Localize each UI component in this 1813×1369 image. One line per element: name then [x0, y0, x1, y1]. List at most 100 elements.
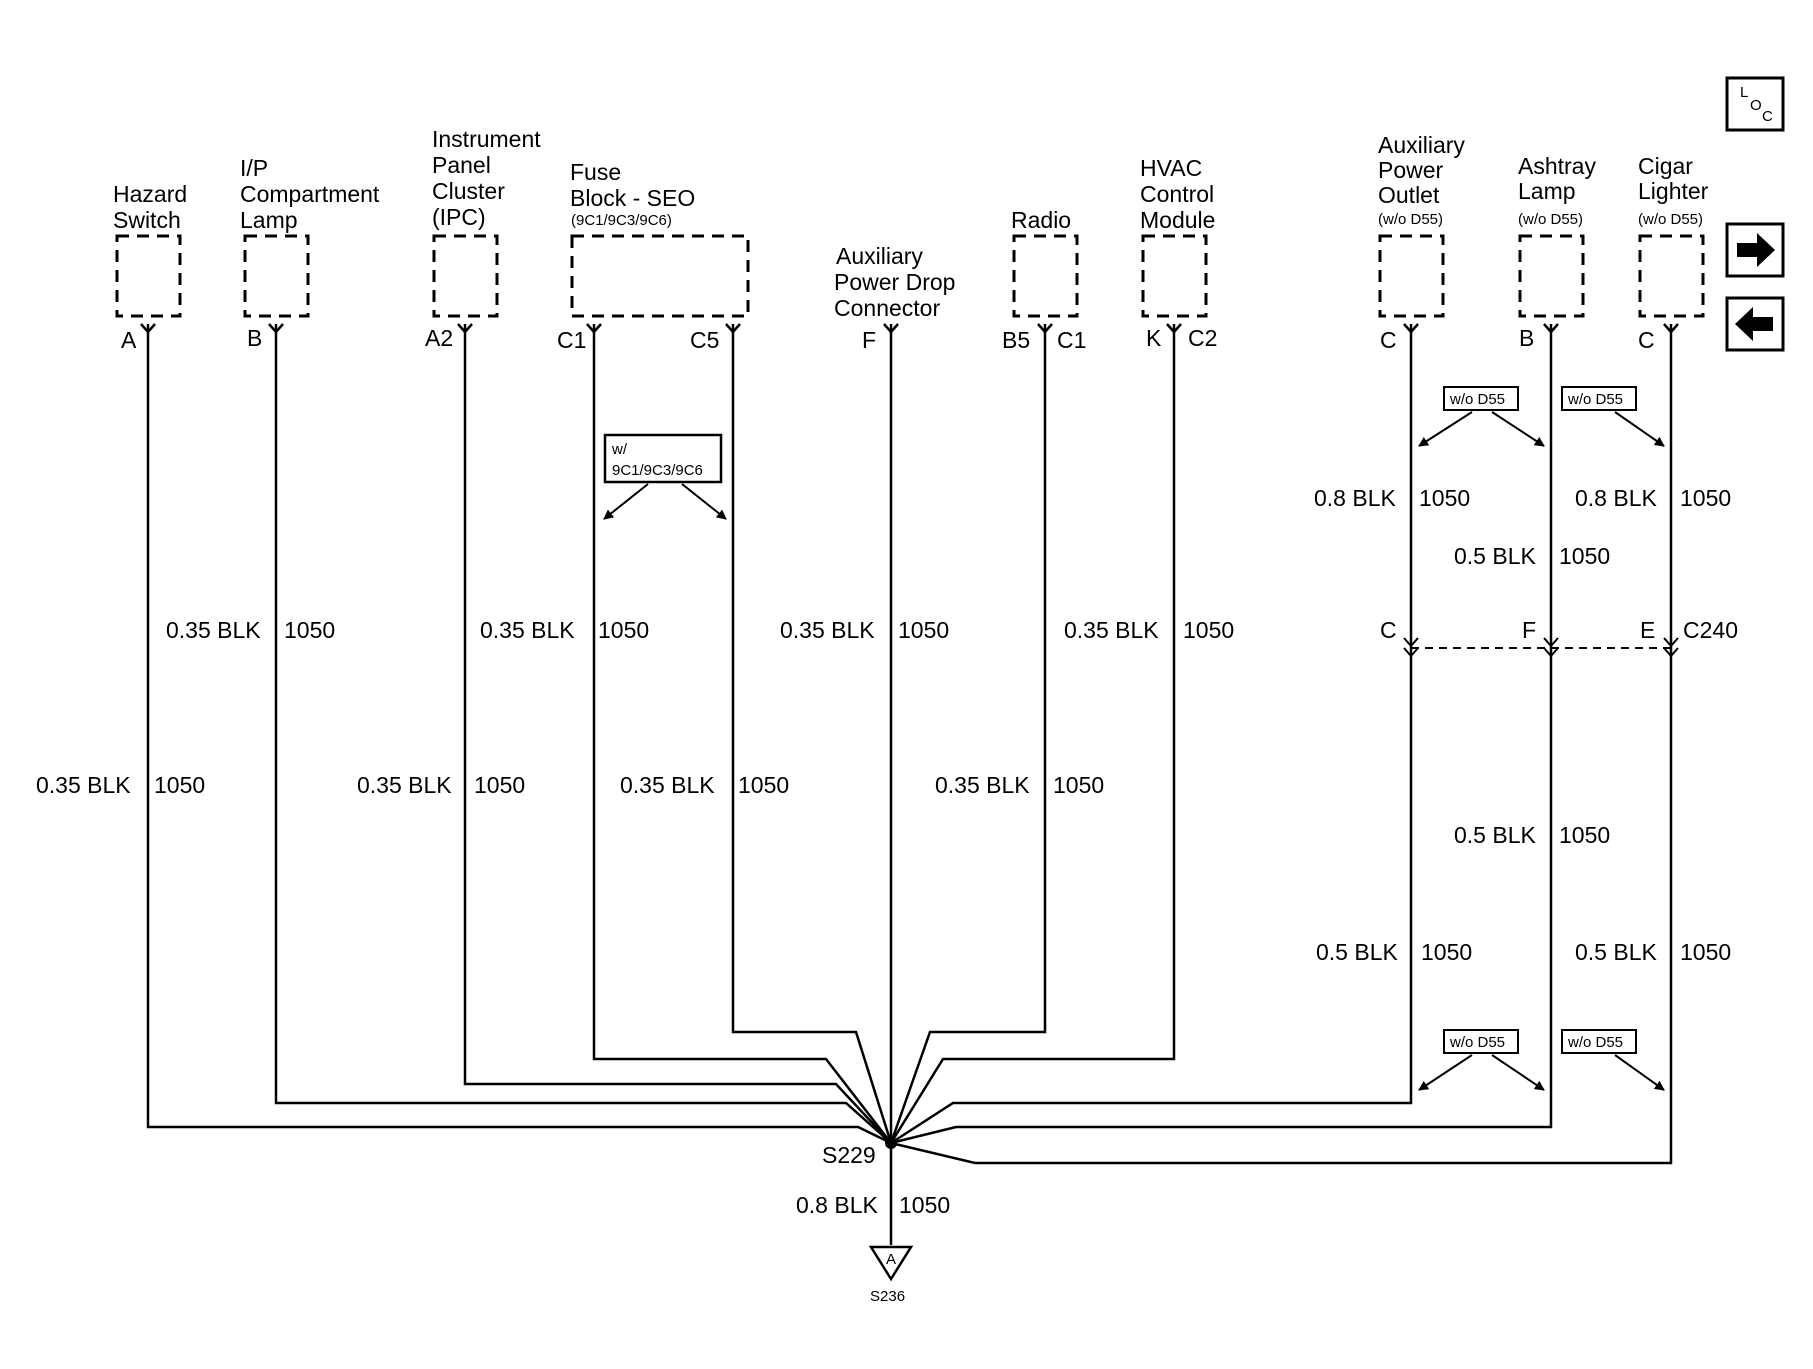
terminal-marks: [140, 323, 1679, 334]
svg-text:Block - SEO: Block - SEO: [570, 185, 695, 211]
wo-d55-callout-apo-bottom: w/o D55: [1418, 1029, 1545, 1091]
radio-box: [1012, 234, 1079, 318]
connector-c240: C F E C240: [1380, 617, 1738, 658]
radio-label: Radio: [1011, 207, 1071, 233]
pin-apd-f: F: [862, 327, 876, 353]
ashtray-lamp-label: Ashtray Lamp (w/o D55): [1518, 153, 1596, 228]
hvac-box: [1141, 234, 1208, 318]
wo-d55-callout-cigar-bottom: w/o D55: [1561, 1029, 1665, 1091]
svg-text:HVAC: HVAC: [1140, 155, 1202, 181]
c240-name: C240: [1683, 617, 1738, 643]
wire-spec: 0.35 BLK: [480, 617, 575, 643]
wires: [146, 324, 1673, 1245]
pin-ipc-a2: A2: [425, 325, 453, 351]
wire-spec: 0.5 BLK: [1454, 822, 1536, 848]
ip-compartment-lamp-label: I/P Compartment Lamp: [240, 155, 380, 233]
cigar-lighter-label: Cigar Lighter (w/o D55): [1638, 153, 1709, 228]
loc-icon[interactable]: L O C: [1725, 76, 1785, 132]
ground-s236: A S236: [868, 1245, 914, 1305]
svg-text:A: A: [886, 1251, 896, 1268]
svg-text:C: C: [1762, 108, 1773, 125]
aux-power-drop-label: Auxiliary Power Drop Connector: [834, 243, 955, 321]
svg-text:(IPC): (IPC): [432, 204, 486, 230]
wire-circuit: 1050: [284, 617, 335, 643]
svg-text:Lamp: Lamp: [240, 207, 298, 233]
cigar-lighter-box: [1638, 234, 1705, 318]
hvac-module-label: HVAC Control Module: [1140, 155, 1215, 233]
pin-ashtray-b: B: [1519, 325, 1534, 351]
svg-text:Hazard: Hazard: [113, 181, 187, 207]
wire-spec: 0.35 BLK: [1064, 617, 1159, 643]
hazard-switch-box: [115, 234, 182, 318]
svg-text:Fuse: Fuse: [570, 159, 621, 185]
svg-text:Module: Module: [1140, 207, 1215, 233]
wire-spec: 0.5 BLK: [1316, 939, 1398, 965]
wire-circuit: 1050: [1680, 485, 1731, 511]
ashtray-lamp-box: [1518, 234, 1585, 318]
wire-circuit: 1050: [1183, 617, 1234, 643]
svg-text:Auxiliary: Auxiliary: [1378, 132, 1465, 158]
aux-power-outlet-label: Auxiliary Power Outlet (w/o D55): [1378, 132, 1465, 228]
svg-text:Lighter: Lighter: [1638, 178, 1709, 204]
c240-pin-c: C: [1380, 617, 1397, 643]
wire-circuit: 1050: [899, 1192, 950, 1218]
wire-spec: 0.35 BLK: [357, 772, 452, 798]
wire-spec: 0.5 BLK: [1575, 939, 1657, 965]
splice-s229-dot: [885, 1137, 897, 1149]
svg-text:Cigar: Cigar: [1638, 153, 1693, 179]
wire-circuit: 1050: [154, 772, 205, 798]
svg-text:w/o D55: w/o D55: [1449, 391, 1505, 408]
svg-text:Compartment: Compartment: [240, 181, 380, 207]
svg-text:Ashtray: Ashtray: [1518, 153, 1596, 179]
pin-radio-c1: C1: [1057, 327, 1086, 353]
fuse-block-label: Fuse Block - SEO (9C1/9C3/9C6): [570, 159, 695, 229]
arrow-left-icon[interactable]: [1725, 296, 1785, 352]
fuse-option-callout: w/ 9C1/9C3/9C6: [603, 433, 727, 520]
aux-power-outlet-box: [1378, 234, 1445, 318]
wire-spec: 0.35 BLK: [166, 617, 261, 643]
wire-spec: 0.8 BLK: [1575, 485, 1657, 511]
svg-text:Lamp: Lamp: [1518, 178, 1576, 204]
svg-text:Power Drop: Power Drop: [834, 269, 955, 295]
svg-text:Radio: Radio: [1011, 207, 1071, 233]
svg-text:Connector: Connector: [834, 295, 940, 321]
svg-text:(w/o D55): (w/o D55): [1518, 211, 1583, 228]
pin-hvac-c2: C2: [1188, 325, 1217, 351]
c240-pin-e: E: [1640, 617, 1655, 643]
svg-text:Outlet: Outlet: [1378, 182, 1440, 208]
svg-text:Control: Control: [1140, 181, 1214, 207]
svg-text:Instrument: Instrument: [432, 126, 541, 152]
wire-spec: 0.8 BLK: [796, 1192, 878, 1218]
wire-circuit: 1050: [1419, 485, 1470, 511]
wire-circuit: 1050: [898, 617, 949, 643]
svg-text:w/o D55: w/o D55: [1567, 1034, 1623, 1051]
wo-d55-callout-cigar-top: w/o D55: [1561, 386, 1665, 447]
wire-spec: 0.35 BLK: [780, 617, 875, 643]
svg-text:9C1/9C3/9C6: 9C1/9C3/9C6: [612, 462, 703, 479]
ip-lamp-box: [243, 234, 310, 318]
svg-text:w/o D55: w/o D55: [1449, 1034, 1505, 1051]
pin-labels: A B A2 C1 C5 F B5 C1 K C2 C B C: [121, 325, 1655, 353]
svg-text:L: L: [1740, 84, 1748, 101]
wire-circuit: 1050: [598, 617, 649, 643]
wire-spec: 0.35 BLK: [620, 772, 715, 798]
arrow-right-icon[interactable]: [1725, 222, 1785, 278]
c240-pin-f: F: [1522, 617, 1536, 643]
svg-text:w/: w/: [611, 441, 628, 458]
svg-text:O: O: [1750, 97, 1762, 114]
wire-circuit: 1050: [474, 772, 525, 798]
svg-text:Auxiliary: Auxiliary: [836, 243, 923, 269]
pin-radio-b5: B5: [1002, 327, 1030, 353]
wire-circuit: 1050: [1421, 939, 1472, 965]
svg-text:w/o D55: w/o D55: [1567, 391, 1623, 408]
wire-spec: 0.35 BLK: [36, 772, 131, 798]
pin-apo-c: C: [1380, 327, 1397, 353]
svg-text:Panel: Panel: [432, 152, 491, 178]
wire-spec: 0.8 BLK: [1314, 485, 1396, 511]
wire-spec: 0.5 BLK: [1454, 543, 1536, 569]
svg-text:Cluster: Cluster: [432, 178, 505, 204]
pin-hvac-k: K: [1146, 325, 1162, 351]
svg-text:Power: Power: [1378, 157, 1444, 183]
pin-ip-lamp-b: B: [247, 325, 262, 351]
